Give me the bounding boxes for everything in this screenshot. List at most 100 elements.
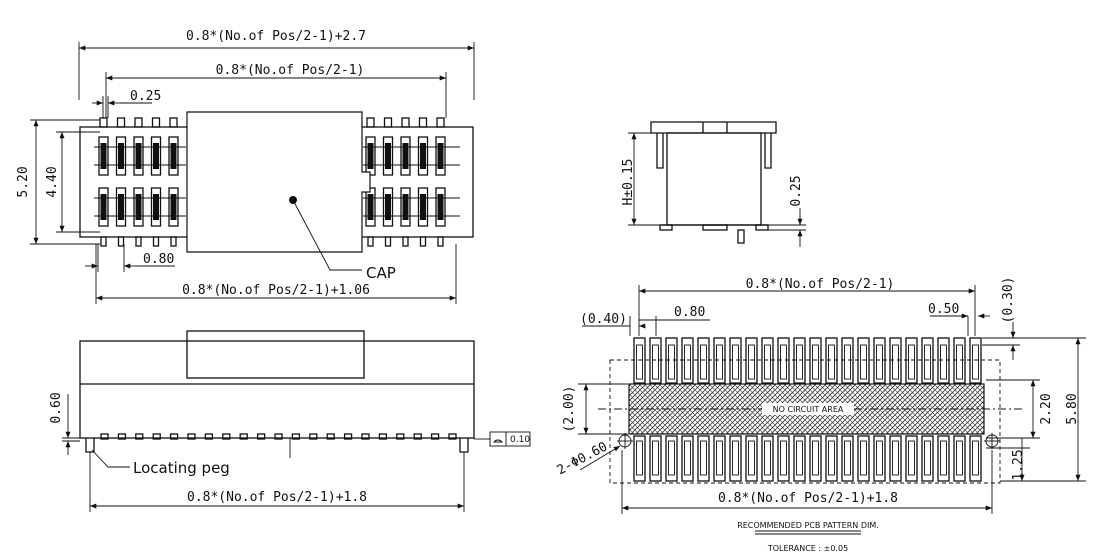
pin-contact [417, 187, 429, 227]
pcb-pad-top-inner [812, 344, 819, 380]
pcb-pad-bottom [825, 435, 838, 482]
pcb-pad-bottom [857, 435, 870, 482]
pin-contact-fill [420, 194, 426, 220]
pcb-pad-bottom [745, 435, 758, 482]
side-pin [291, 433, 301, 440]
side-pin [378, 433, 388, 440]
bottom-pin-tail [152, 236, 160, 247]
bottom-pin-tail [384, 236, 392, 247]
side-pin [274, 433, 283, 440]
side-pin [396, 433, 405, 440]
pin-contact [400, 187, 411, 227]
side-pin [135, 433, 144, 440]
top-pin-tab [99, 117, 108, 128]
pcb-pad-bottom-inner [652, 440, 659, 476]
side-view: 0.60 Locating peg 0.10 0.8*(No.of Pos/2-… [49, 330, 531, 512]
pcb-pad-top-inner [956, 344, 963, 380]
pin-contact [435, 136, 446, 176]
side-pin [187, 433, 196, 440]
bottom-pin-tail [170, 236, 177, 247]
flatness-label: 0.10 [510, 435, 530, 445]
pcb-pad-top [729, 337, 742, 384]
pcb-pad-top-inner [636, 344, 643, 380]
top-pitch-label: 0.80 [143, 252, 174, 267]
pcb-pad-top-inner [892, 344, 899, 380]
side-pin [343, 433, 353, 440]
pcb-pad-top-inner [972, 344, 979, 380]
pin-contact [168, 187, 179, 227]
pin-width-label: 0.25 [130, 89, 161, 104]
pin-contact [150, 136, 162, 176]
top-pin-tab [151, 117, 161, 128]
pin-contact-fill [100, 194, 107, 220]
pcb-pad-bottom-inner [924, 440, 931, 476]
top-pin-tab [383, 117, 393, 128]
pcb-pad-bottom-inner [812, 440, 819, 476]
pcb-pad-top-inner [700, 344, 707, 380]
bottom-pin-tail [402, 236, 409, 247]
pcb-pad-bottom-inner [700, 440, 707, 476]
pin-contact [98, 136, 109, 176]
pcb-pad-top-inner [780, 344, 787, 380]
pcb-pad-bottom-inner [764, 440, 771, 476]
pcb-pad-bottom-inner [732, 440, 739, 476]
bottom-pin-tail [367, 236, 374, 247]
pcb-pad-bottom [633, 435, 646, 482]
top-pin-tab [418, 117, 428, 128]
overall-width-label: 0.8*(No.of Pos/2-1)+2.7 [186, 29, 366, 44]
side-pin [309, 433, 318, 440]
pcb-pad-top [713, 337, 726, 384]
pin-contact-fill [153, 194, 159, 220]
side-pin [100, 433, 109, 440]
pcb-pad-top-inner [924, 344, 931, 380]
pin-contact-fill [420, 143, 426, 169]
cap-outline [186, 111, 371, 253]
pcb-pad-bottom-inner [684, 440, 691, 476]
pcb-pad-bottom-inner [636, 440, 643, 476]
pcb-pad-bottom-inner [956, 440, 963, 476]
pcb-right-offset-label: (0.30) [1001, 277, 1016, 324]
pcb-pad-top-inner [908, 344, 915, 380]
pcb-center-gap-label: (2.00) [562, 386, 577, 433]
side-span-label: 0.8*(No.of Pos/2-1)+1.8 [187, 490, 367, 505]
pcb-pad-top-inner [732, 344, 739, 380]
side-height-label: 0.60 [49, 392, 64, 423]
pcb-tolerance: TOLERANCE : ±0.05 [767, 544, 848, 553]
pin-contact-fill [135, 194, 142, 220]
side-pin [204, 433, 214, 440]
side-pin [152, 433, 161, 440]
pcb-pad-bottom-inner [668, 440, 675, 476]
pcb-pad-bottom-inner [716, 440, 723, 476]
pcb-pad-top [857, 337, 870, 384]
end-height-label: H±0.15 [621, 159, 636, 206]
side-pin [222, 433, 231, 440]
pcb-pad-bottom-inner [860, 440, 867, 476]
pin-contact-fill [402, 143, 409, 169]
top-pin-tab [169, 117, 178, 128]
pin-contact-fill [118, 143, 124, 169]
pin-contact-fill [385, 143, 391, 169]
pcb-pad-bottom-inner [940, 440, 947, 476]
pcb-bottom-span-label: 0.8*(No.of Pos/2-1)+1.8 [718, 491, 898, 506]
pcb-pitch-label: 0.80 [674, 305, 705, 320]
pcb-pad-top [905, 337, 918, 384]
pcb-pad-top [809, 337, 822, 384]
pcb-pad-bottom [921, 435, 934, 482]
pcb-pad-bottom [809, 435, 822, 482]
side-pin [256, 433, 266, 440]
inner-height-label: 4.40 [45, 166, 60, 197]
pcb-pad-bottom [873, 435, 886, 482]
pin-contact-fill [367, 143, 374, 169]
pcb-pad-top [681, 337, 694, 384]
side-pin [117, 433, 127, 440]
body-height-label: 5.20 [16, 166, 31, 197]
pcb-left-offset-label: (0.40) [580, 312, 627, 327]
pin-contact [382, 187, 394, 227]
side-pin [326, 433, 335, 440]
pin-contact-fill [437, 194, 444, 220]
pcb-pad-top-inner [844, 344, 851, 380]
pcb-pad-top-inner [796, 344, 803, 380]
pcb-pad-top [793, 337, 806, 384]
pcb-pad-top-inner [652, 344, 659, 380]
